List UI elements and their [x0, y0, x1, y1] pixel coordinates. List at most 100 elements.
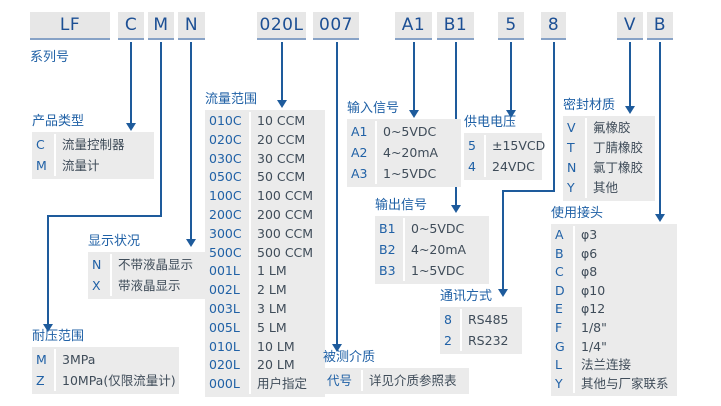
code-description: 24VDC	[492, 159, 535, 174]
code-description: φ10	[581, 282, 606, 298]
code-description: RS232	[468, 333, 509, 348]
code-value: N	[92, 254, 112, 275]
code-value: V	[567, 118, 587, 138]
code-description: 300 CCM	[257, 225, 314, 241]
connector-line-b	[659, 42, 661, 214]
code-description: 流量计	[62, 158, 100, 173]
code-description: 详见介质参照表	[369, 373, 457, 388]
code-description: 丁腈橡胶	[593, 140, 644, 155]
code-value: F	[555, 318, 575, 338]
code-row: 5±15VCD	[468, 135, 545, 156]
code-description: 3MPa	[62, 352, 96, 367]
arrowhead-icon	[506, 110, 516, 118]
code-value: 5	[468, 135, 486, 156]
section-title: 使用接头	[551, 206, 604, 221]
code-description: 3 LM	[257, 300, 287, 316]
model-segment-product-type: C	[118, 12, 144, 40]
code-description: 1~5VDC	[411, 263, 465, 278]
code-description: 200 CCM	[257, 206, 314, 222]
section-title: 通讯方式	[440, 289, 493, 304]
section-measured-medium: 被测介质 代号详见介质参照表	[323, 350, 469, 394]
code-value: Y	[555, 374, 575, 394]
code-row: Y 其他	[567, 178, 651, 198]
model-segment-voltage: 5	[498, 12, 524, 40]
arrowhead-icon	[186, 239, 196, 247]
arrowhead-icon	[332, 344, 342, 352]
code-value: 003L	[209, 299, 251, 319]
arrowhead-icon	[625, 106, 635, 114]
code-value: G	[555, 337, 575, 357]
section-title: 密封材质	[563, 98, 616, 113]
connector-line-8	[502, 190, 555, 192]
section-title: 产品类型	[32, 114, 85, 129]
code-value: 030C	[209, 149, 251, 169]
arrowhead-icon	[126, 123, 136, 131]
connector-line-020l	[281, 42, 283, 100]
code-list: 代号详见介质参照表	[323, 368, 469, 394]
model-segment-seal: V	[617, 12, 643, 40]
code-row: 4 24VDC	[468, 156, 538, 177]
arrowhead-icon	[655, 214, 665, 222]
code-value: 4	[468, 156, 486, 177]
code-value: A	[555, 226, 575, 245]
code-value: 代号	[327, 370, 363, 391]
code-value: C	[555, 263, 575, 282]
code-value: Y	[567, 178, 587, 198]
connector-line-a1	[413, 42, 415, 110]
code-description: 4~20mA	[411, 242, 467, 257]
code-value: 002L	[209, 281, 251, 300]
code-description: 1~5VDC	[383, 166, 437, 181]
connector-line-007	[336, 42, 338, 344]
code-value: 500C	[209, 243, 251, 263]
model-segment-comm: 8	[541, 12, 566, 40]
code-description: 用户指定	[257, 376, 308, 392]
code-description: 10 CCM	[257, 113, 306, 128]
code-description: 10 LM	[257, 338, 295, 354]
code-description: 其他	[593, 180, 619, 195]
section-title: 流量范围	[205, 92, 258, 107]
code-description: 带液晶显示	[118, 278, 181, 293]
code-value: X	[92, 275, 112, 296]
arrowhead-icon	[43, 324, 53, 332]
section-title: 耐压范围	[32, 329, 85, 344]
code-description: 4~20mA	[383, 145, 439, 160]
code-row: X 带液晶显示	[92, 275, 210, 296]
code-row: 003L 3 LM	[209, 299, 321, 319]
code-description: 0~5VDC	[383, 124, 437, 139]
section-title: 供电电压	[464, 115, 517, 130]
model-segment-input-signal: A1	[395, 12, 432, 40]
code-value: A2	[351, 142, 377, 163]
code-description: 0~5VDC	[411, 221, 465, 236]
